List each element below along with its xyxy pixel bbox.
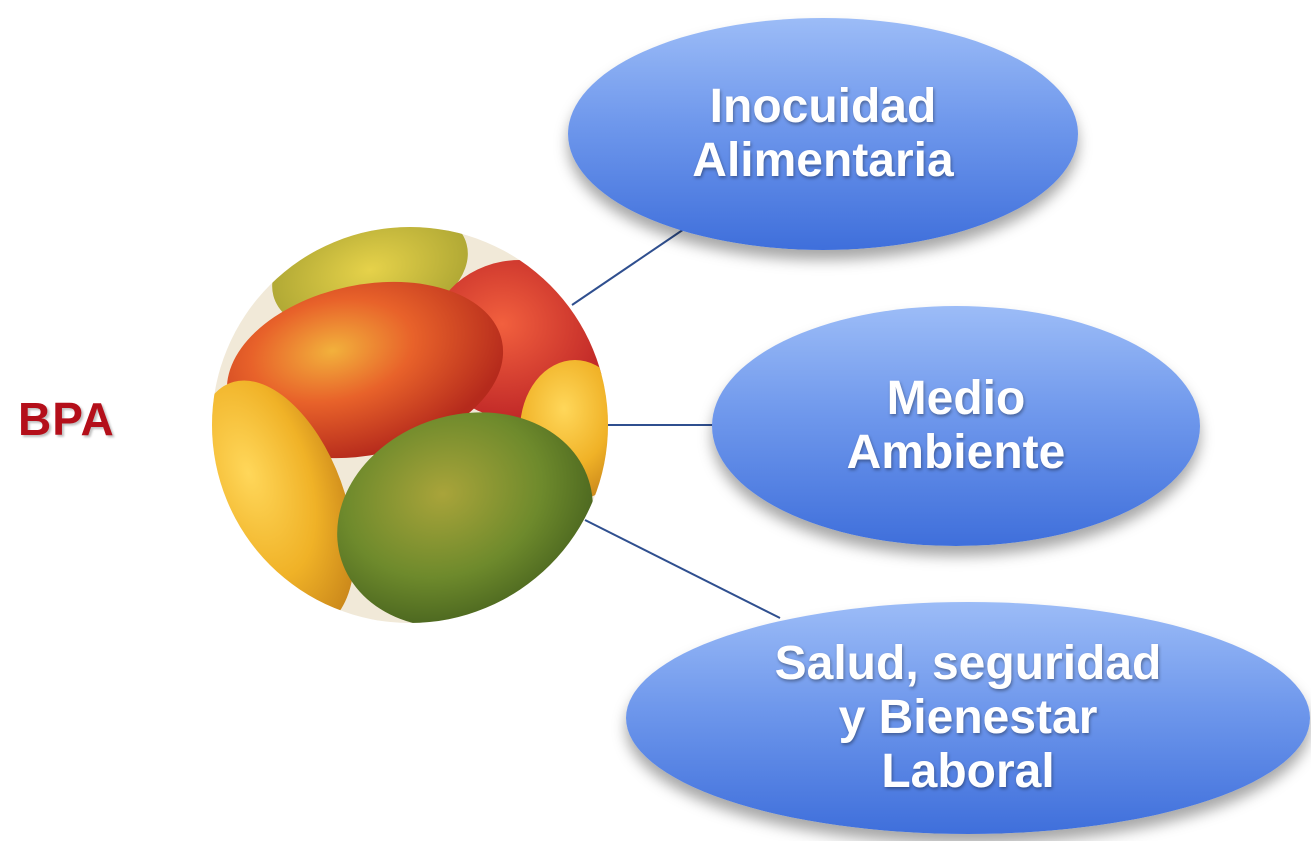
connector-line-1	[571, 224, 691, 306]
connector-line-3	[584, 519, 781, 619]
diagram-title: BPA	[18, 393, 115, 445]
mango-photo	[212, 227, 608, 623]
mango-shape-green	[337, 412, 593, 623]
